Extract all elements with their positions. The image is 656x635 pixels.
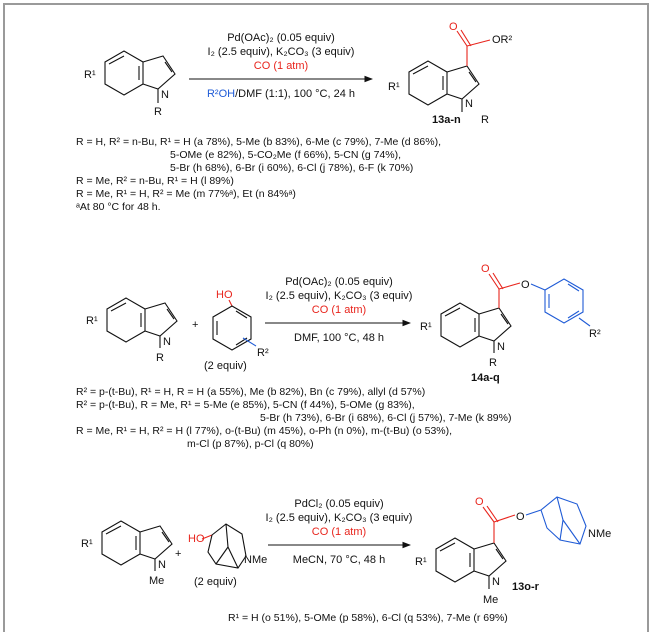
scheme2-cond3: CO (1 atm)	[312, 304, 366, 316]
scheme2-line-1: R² = p-(t-Bu), R¹ = H, R = H (a 55%), Me…	[76, 386, 426, 398]
scheme1-sm-r: R	[154, 106, 162, 118]
scheme3-line-1: R¹ = H (o 51%), 5-OMe (p 58%), 6-Cl (q 5…	[228, 612, 508, 624]
scheme3-prod-r1: R¹	[415, 556, 427, 568]
scheme3-substituent-list: R¹ = H (o 51%), 5-OMe (p 58%), 6-Cl (q 5…	[228, 612, 508, 625]
scheme2-line-4: R = Me, R¹ = H, R² = H (l 77%), o-(t-Bu)…	[76, 425, 453, 437]
scheme1-prod-r1: R¹	[388, 81, 400, 93]
scheme3-prod-me: Me	[483, 594, 498, 606]
scheme2-line-3: 5-Br (h 73%), 6-Br (i 68%), 6-Cl (j 57%)…	[260, 412, 512, 424]
scheme2-equiv: (2 equiv)	[204, 360, 247, 372]
scheme3-sm-r1: R¹	[81, 538, 93, 550]
scheme1-prod-o1: O	[449, 21, 458, 33]
scheme2-sm-r1: R¹	[86, 315, 98, 327]
scheme1-prod-n: N	[465, 98, 473, 110]
scheme3-equiv: (2 equiv)	[194, 576, 237, 588]
scheme2-product: O O R² R¹ N R 14a-q	[420, 263, 601, 384]
scheme3-prod-o2: O	[516, 511, 525, 523]
scheme1: R¹ N R Pd(OAc)₂ (0.05 equiv) I₂ (2.5 equ…	[84, 21, 513, 126]
scheme3-tropine-ho: HO	[188, 533, 205, 545]
scheme1-line-1: R = H, R² = n-Bu, R¹ = H (a 78%), 5-Me (…	[76, 136, 441, 148]
scheme3-cond4: MeCN, 70 °C, 48 h	[293, 554, 385, 566]
scheme1-line-2: 5-OMe (e 82%), 5-CO₂Me (f 66%), 5-CN (g …	[170, 149, 402, 161]
scheme2-cond2: I₂ (2.5 equiv), K₂CO₃ (3 equiv)	[266, 290, 413, 302]
scheme1-cond4b: /DMF (1:1), 100 °C, 24 h	[235, 88, 355, 100]
scheme3-cond3: CO (1 atm)	[312, 526, 366, 538]
scheme1-product: O OR² R¹ N R 13a-n	[388, 21, 513, 126]
scheme1-footnote: ᵃAt 80 °C for 48 h.	[76, 201, 161, 213]
scheme3-prod-o1: O	[475, 496, 484, 508]
scheme1-cond3: CO (1 atm)	[254, 60, 308, 72]
scheme1-label: 13a-n	[432, 114, 461, 126]
scheme2-prod-o2: O	[521, 279, 530, 291]
scheme1-prod-r: R	[481, 114, 489, 126]
scheme2-plus: +	[192, 319, 198, 331]
scheme1-prod-o2: OR²	[492, 34, 513, 46]
scheme3-prod-n: N	[492, 576, 500, 588]
scheme1-sm-r1: R¹	[84, 69, 96, 81]
scheme1-sm-n: N	[161, 89, 169, 101]
scheme3-indole-reactant: R¹ N Me	[81, 520, 173, 587]
scheme1-line-3: 5-Br (h 68%), 6-Br (i 60%), 6-Cl (j 78%)…	[170, 162, 414, 174]
scheme3-cond2: I₂ (2.5 equiv), K₂CO₃ (3 equiv)	[266, 512, 413, 524]
scheme3-tropine-nme: NMe	[244, 554, 267, 566]
scheme3-sm-me: Me	[149, 575, 164, 587]
scheme3-tropine: HO NMe (2 equiv)	[188, 523, 267, 588]
scheme2-prod-r: R	[489, 357, 497, 369]
scheme3-plus: +	[175, 548, 181, 560]
scheme2-line-2: R² = p-(t-Bu), R = Me, R¹ = 5-Me (e 85%)…	[76, 399, 415, 411]
scheme2-prod-r1: R¹	[420, 321, 432, 333]
scheme2-phenol-ho: HO	[216, 289, 233, 301]
scheme2: R¹ N R + HO R² (2 equiv) Pd(OAc)₂ (0.05 …	[86, 263, 601, 384]
scheme1-cond2: I₂ (2.5 equiv), K₂CO₃ (3 equiv)	[208, 46, 355, 58]
scheme1-line-5: R = Me, R¹ = H, R² = Me (m 77%ᵃ), Et (n …	[76, 188, 296, 200]
scheme2-phenol: HO R² (2 equiv)	[204, 289, 269, 372]
scheme2-prod-o1: O	[481, 263, 490, 275]
scheme1-cond4a: R²OH	[207, 88, 235, 100]
scheme3: R¹ N Me + HO NMe (2 equiv) PdCl₂ (0.05 e…	[81, 496, 611, 606]
scheme2-cond4: DMF, 100 °C, 48 h	[294, 332, 384, 344]
scheme2-sm-r: R	[156, 352, 164, 364]
scheme2-label: 14a-q	[471, 372, 500, 384]
figure-frame	[3, 3, 649, 632]
scheme1-line-4: R = Me, R² = n-Bu, R¹ = H (l 89%)	[76, 175, 234, 187]
scheme1-cond1: Pd(OAc)₂ (0.05 equiv)	[227, 32, 335, 44]
scheme2-prod-n: N	[497, 341, 505, 353]
scheme2-prod-r2: R²	[589, 328, 601, 340]
scheme3-label: 13o-r	[512, 581, 540, 593]
scheme1-substituent-list: R = H, R² = n-Bu, R¹ = H (a 78%), 5-Me (…	[76, 136, 441, 214]
scheme3-product: O O NMe R¹ N Me 13o-r	[415, 496, 611, 606]
scheme1-indole-reactant: R¹ N R	[84, 50, 176, 118]
scheme2-sm-n: N	[163, 336, 171, 348]
scheme2-phenol-r2: R²	[257, 347, 269, 359]
scheme3-sm-n: N	[158, 559, 166, 571]
scheme2-substituent-list: R² = p-(t-Bu), R¹ = H, R = H (a 55%), Me…	[76, 386, 511, 451]
scheme2-indole-reactant: R¹ N R	[86, 297, 178, 364]
scheme3-cond1: PdCl₂ (0.05 equiv)	[294, 498, 383, 510]
scheme1-cond4: R²OH/DMF (1:1), 100 °C, 24 h	[207, 88, 355, 100]
scheme2-line-5: m-Cl (p 87%), p-Cl (q 80%)	[187, 438, 314, 450]
scheme2-cond1: Pd(OAc)₂ (0.05 equiv)	[285, 276, 393, 288]
scheme3-prod-nme: NMe	[588, 528, 611, 540]
